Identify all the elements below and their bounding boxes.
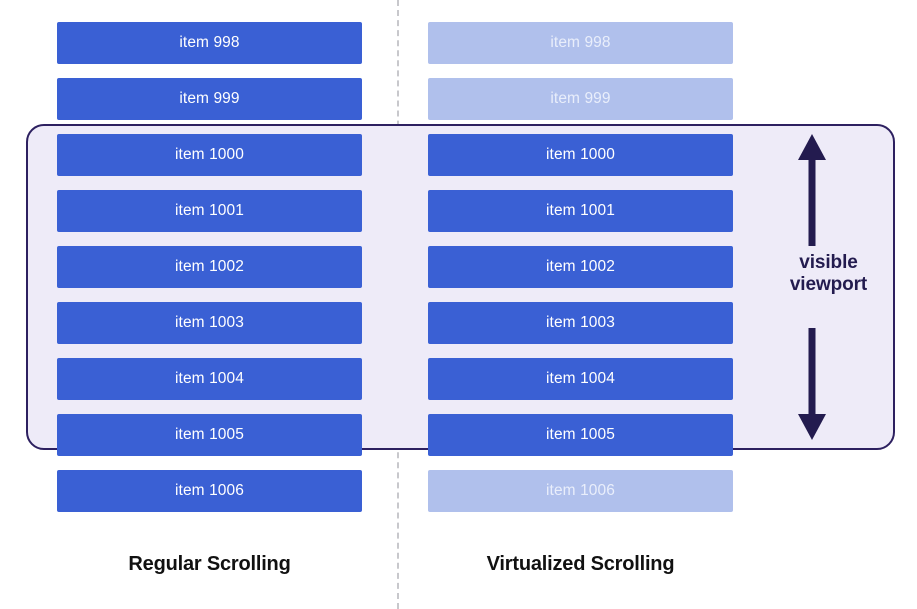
list-item[interactable]: item 1005 (428, 414, 733, 456)
list-item[interactable]: item 999 (57, 78, 362, 120)
list-item[interactable]: item 1003 (428, 302, 733, 344)
list-item[interactable]: item 1002 (428, 246, 733, 288)
list-item[interactable]: item 1006 (57, 470, 362, 512)
list-item[interactable]: item 1005 (57, 414, 362, 456)
list-item[interactable]: item 1000 (428, 134, 733, 176)
list-item[interactable]: item 1001 (428, 190, 733, 232)
list-item[interactable]: item 1000 (57, 134, 362, 176)
list-item[interactable]: item 998 (57, 22, 362, 64)
list-item[interactable]: item 998 (428, 22, 733, 64)
column-virtualized-scrolling: item 998 item 999 item 1000 item 1001 item 1… (428, 0, 733, 609)
list-item[interactable]: item 1006 (428, 470, 733, 512)
caption-virtualized-scrolling: Virtualized Scrolling (486, 553, 675, 575)
list-item[interactable]: item 1001 (57, 190, 362, 232)
list-item[interactable]: item 1003 (57, 302, 362, 344)
list-item[interactable]: item 1004 (428, 358, 733, 400)
list-item[interactable]: item 999 (428, 78, 733, 120)
list-item[interactable]: item 1004 (57, 358, 362, 400)
column-regular-scrolling: item 998 item 999 item 1000 item 1001 item 1… (57, 0, 362, 609)
list-item[interactable]: item 1002 (57, 246, 362, 288)
caption-regular-scrolling: Regular Scrolling (128, 553, 291, 575)
